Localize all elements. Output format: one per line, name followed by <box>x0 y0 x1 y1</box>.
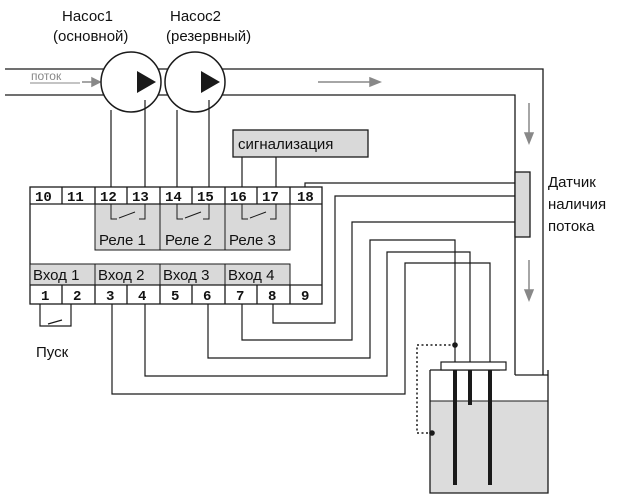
flow-arrows <box>82 76 535 303</box>
level-probes <box>453 370 492 485</box>
terminal-11: 11 <box>67 190 84 206</box>
input-2-label: Вход 2 <box>98 267 144 284</box>
relay-block <box>94 203 291 251</box>
terminal-12: 12 <box>100 190 117 206</box>
terminal-13: 13 <box>132 190 149 206</box>
relay-2-label: Реле 2 <box>165 232 212 249</box>
flow-sensor <box>514 171 531 238</box>
relay-1-label: Реле 1 <box>99 232 146 249</box>
terminal-7: 7 <box>236 289 244 305</box>
sensor-label-1: Датчик <box>548 174 596 191</box>
pump2-role: (резервный) <box>166 28 251 45</box>
alarm-box <box>232 129 369 158</box>
terminal-3: 3 <box>106 289 114 305</box>
terminal-strip-bottom <box>30 284 322 304</box>
terminal-18: 18 <box>297 190 314 206</box>
ground-wire <box>416 342 458 436</box>
start-label: Пуск <box>36 344 69 361</box>
pump2-icon <box>164 51 226 113</box>
terminal-6: 6 <box>203 289 211 305</box>
sensor-label-3: потока <box>548 218 595 235</box>
relay-contacts <box>110 204 277 220</box>
wiring <box>39 100 515 395</box>
terminal-9: 9 <box>301 289 309 305</box>
flow-label: поток <box>31 69 62 83</box>
input-3-label: Вход 3 <box>163 267 209 284</box>
terminal-strip-top <box>30 187 322 205</box>
terminal-4: 4 <box>138 289 146 305</box>
terminal-1: 1 <box>41 289 49 305</box>
terminal-15: 15 <box>197 190 214 206</box>
input-4-label: Вход 4 <box>228 267 274 284</box>
pump1-icon <box>100 51 162 113</box>
terminal-10: 10 <box>35 190 52 206</box>
pump1-name: Насос1 <box>62 8 113 25</box>
relay-3-label: Реле 3 <box>229 232 276 249</box>
terminal-5: 5 <box>171 289 179 305</box>
pump1-role: (основной) <box>53 28 128 45</box>
pump2-name: Насос2 <box>170 8 221 25</box>
terminal-17: 17 <box>262 190 279 206</box>
terminal-2: 2 <box>73 289 81 305</box>
terminal-16: 16 <box>230 190 247 206</box>
terminal-14: 14 <box>165 190 182 206</box>
input-1-label: Вход 1 <box>33 267 79 284</box>
terminal-8: 8 <box>268 289 276 305</box>
probe-holder <box>440 361 507 371</box>
sensor-label-2: наличия <box>548 196 606 213</box>
alarm-label: сигнализация <box>238 136 333 153</box>
